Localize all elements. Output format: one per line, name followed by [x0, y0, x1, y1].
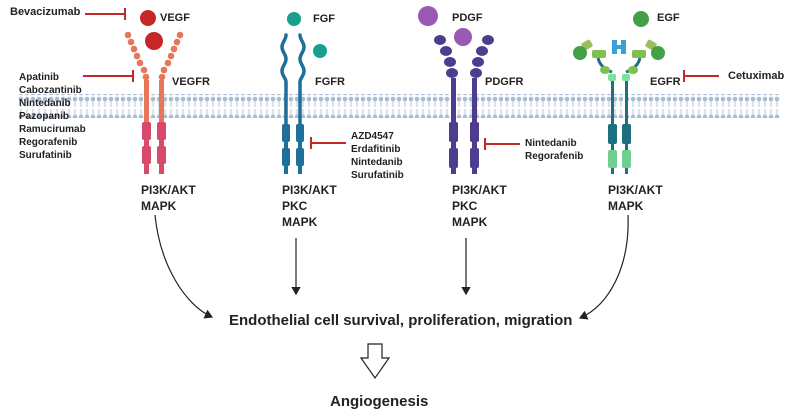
arrow-egf — [578, 214, 629, 320]
egfr-inhibitor-label: Cetuximab — [728, 70, 785, 82]
pathway-item: PKC — [452, 199, 478, 213]
fgf-legend-circle — [287, 12, 301, 26]
signal-arrows — [154, 214, 629, 320]
fgf-ligand-circle — [313, 44, 327, 58]
fgf-ligand-label: FGF — [313, 13, 335, 25]
pathway-item: MAPK — [608, 199, 644, 213]
vegfr-inhibitor-list: Apatinib Cabozantinib Nintedanib Pazopan… — [19, 71, 86, 162]
vegfr-receptor — [124, 31, 184, 174]
pdgf-legend-circle — [418, 6, 438, 26]
pathway-item: PI3K/AKT — [282, 183, 337, 197]
pathway-item: MAPK — [282, 215, 318, 229]
vegfr-label: VEGFR — [172, 76, 210, 88]
vegf-pathway-list: PI3K/AKT MAPK — [141, 182, 196, 214]
fgfr-kinase — [282, 124, 304, 174]
fgfr-inhibitor-list: AZD4547 Erdafitinib Nintedanib Surufatin… — [351, 130, 404, 182]
fgfr-receptor — [280, 33, 306, 126]
fgf-pathway-list: PI3K/AKT PKC MAPK — [282, 182, 337, 230]
egf-ligand-label: EGF — [657, 12, 680, 24]
egfr-receptor — [581, 39, 657, 174]
egf-legend-circle — [633, 11, 649, 27]
pathway-item: PKC — [282, 199, 308, 213]
vegf-ligand-label: VEGF — [160, 12, 190, 24]
egf-pathway-list: PI3K/AKT MAPK — [608, 182, 663, 214]
drug-item: Nintedanib — [351, 157, 403, 168]
cell-membrane — [18, 94, 780, 118]
drug-item: Regorafenib — [525, 151, 584, 162]
drug-item: Pazopanib — [19, 111, 70, 122]
drug-item: Surufatinib — [351, 170, 404, 181]
pdgfr-receptor — [434, 35, 494, 174]
drug-item: Nintedanib — [525, 138, 577, 149]
pdgf-ligand-circle — [454, 28, 472, 46]
inhibitor-bars — [83, 8, 719, 150]
pathway-item: MAPK — [141, 199, 177, 213]
drug-item: Surufatinib — [19, 150, 72, 161]
pathway-item: PI3K/AKT — [608, 183, 663, 197]
drug-item: Apatinib — [19, 72, 59, 83]
outcome-label: Endothelial cell survival, proliferation… — [229, 312, 573, 329]
pathway-item: MAPK — [452, 215, 488, 229]
drug-item: Nintedanib — [19, 98, 71, 109]
vegf-legend-circle — [140, 10, 156, 26]
drug-item: Regorafenib — [19, 137, 78, 148]
drug-item: Ramucirumab — [19, 124, 86, 135]
egf-ligand-left-circle — [573, 46, 587, 60]
drug-item: Erdafitinib — [351, 144, 401, 155]
vegf-inhibitor-top-label: Bevacizumab — [10, 6, 81, 18]
egf-ligand-right-circle — [651, 46, 665, 60]
pathway-item: PI3K/AKT — [141, 183, 196, 197]
drug-item: Cabozantinib — [19, 85, 82, 96]
pdgfr-label: PDGFR — [485, 76, 524, 88]
vegf-ligand-circle — [145, 32, 163, 50]
pathway-item: PI3K/AKT — [452, 183, 507, 197]
egfr-label: EGFR — [650, 76, 681, 88]
arrow-vegf — [154, 214, 214, 319]
pdgf-pathway-list: PI3K/AKT PKC MAPK — [452, 182, 507, 230]
pdgfr-inhibitor-list: Nintedanib Regorafenib — [525, 137, 583, 163]
drug-item: AZD4547 — [351, 131, 394, 142]
fgfr-label: FGFR — [315, 76, 345, 88]
pdgf-ligand-label: PDGF — [452, 12, 483, 24]
hollow-down-arrow — [359, 343, 391, 380]
result-label: Angiogenesis — [330, 393, 429, 410]
